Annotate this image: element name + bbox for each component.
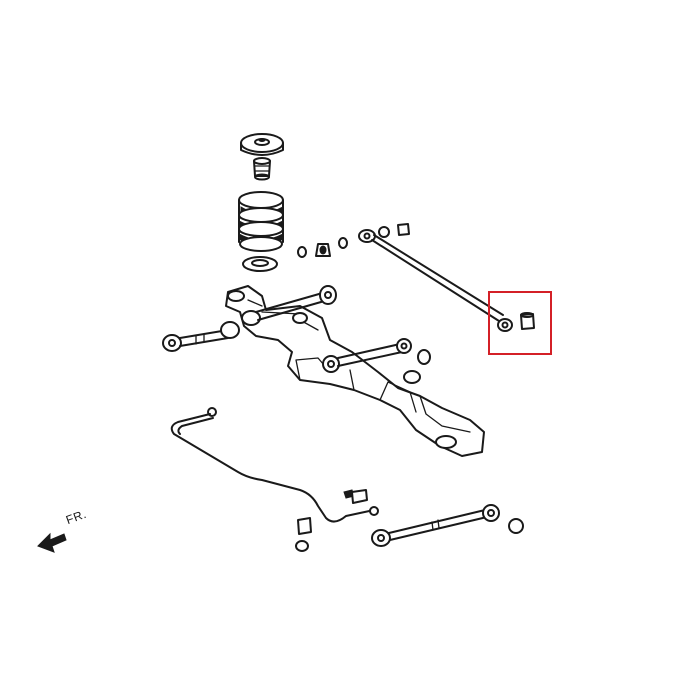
front-direction-arrow-icon <box>37 532 67 553</box>
bump-stop <box>253 157 271 181</box>
coil-spring <box>238 191 284 252</box>
center-control-arm <box>322 338 431 373</box>
lower-control-arm <box>371 504 524 547</box>
lateral-rod <box>358 229 513 332</box>
upper-spring-seat <box>240 133 284 156</box>
lateral-rod-bushing-highlighted <box>520 312 535 330</box>
lower-spring-seat <box>242 256 278 272</box>
stabilizer-bar <box>170 407 379 523</box>
upper-control-arm <box>255 285 337 321</box>
rear-axle-housing <box>225 285 485 457</box>
highlight-box <box>488 291 552 355</box>
stabilizer-bushings <box>295 489 368 552</box>
lateral-rod-upper-bushings <box>378 223 410 238</box>
lateral-rod-bushings <box>297 237 348 258</box>
left-trailing-arm <box>162 321 240 352</box>
